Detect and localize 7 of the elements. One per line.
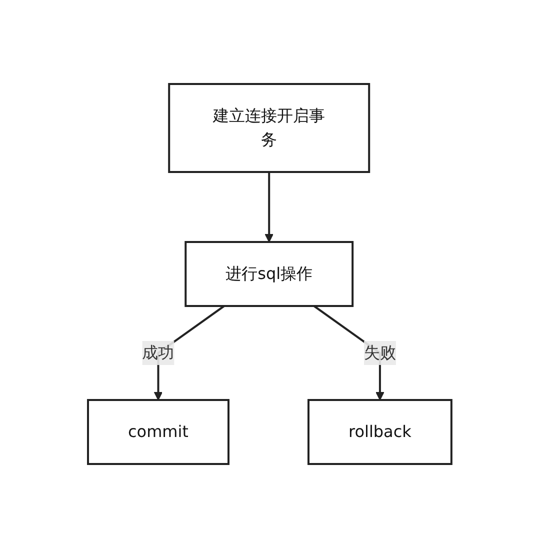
edge-label: 成功 [142,343,175,362]
node-box: rollback [308,399,453,465]
edge-label: 失败 [364,343,396,362]
arrow [264,172,274,242]
node-box: 建立连接开启事务 [168,83,370,173]
node-box: 进行sql操作 [184,241,354,307]
node-box: commit [87,399,230,465]
